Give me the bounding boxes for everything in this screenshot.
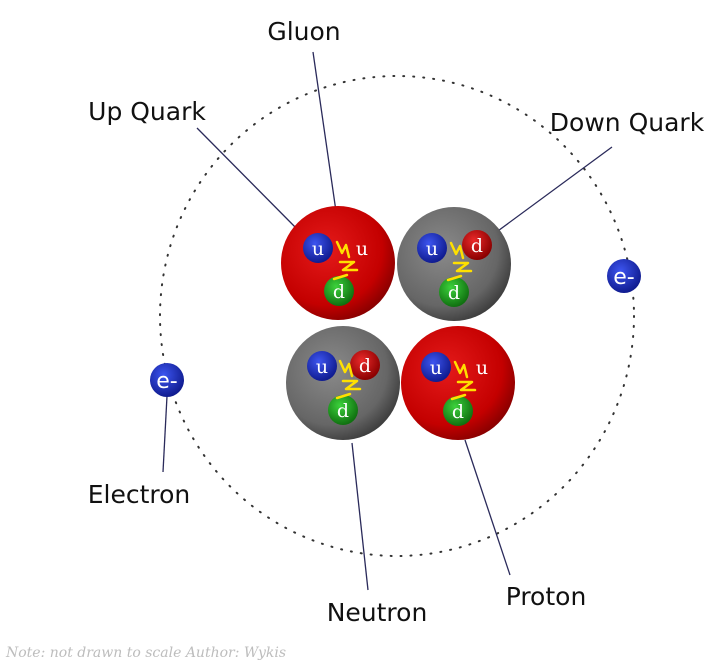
- up-quark-label: Up Quark: [88, 97, 206, 126]
- up-quark-leader-line: [196, 127, 302, 234]
- quark-symbol: u: [426, 238, 438, 260]
- up-quark: [417, 233, 447, 263]
- author-note: Note: not drawn to scale Author: Wykis: [6, 645, 287, 661]
- down-quark: [350, 350, 380, 380]
- quark-symbol: d: [471, 235, 483, 257]
- electron-symbol: e-: [613, 265, 634, 290]
- neutron-label: Neutron: [327, 598, 428, 627]
- quark-symbol: d: [448, 282, 460, 304]
- down-quark-leader-line: [490, 146, 613, 237]
- electron-sphere: [607, 259, 641, 293]
- down-quark: [324, 276, 354, 306]
- gluon-label: Gluon: [267, 17, 340, 46]
- gluon-icon: [335, 359, 362, 400]
- quark-symbol: d: [337, 400, 349, 422]
- electron-orbit: [159, 75, 635, 557]
- down-quark-label: Down Quark: [550, 108, 705, 137]
- electron-label: Electron: [88, 480, 191, 509]
- electron-left: e-: [150, 363, 184, 397]
- gluon-icon: [450, 360, 477, 401]
- up-quark: [421, 352, 451, 382]
- nucleon-proton: u u d: [281, 206, 395, 320]
- quark-symbol: d: [359, 355, 371, 377]
- electron-leader-line: [162, 395, 168, 473]
- down-quark: [462, 230, 492, 260]
- down-quark: [443, 396, 473, 426]
- neutron-leader-line: [351, 442, 369, 591]
- gluon-icon: [332, 240, 359, 281]
- nucleon-proton: u u d: [401, 326, 515, 440]
- electron-symbol: e-: [156, 369, 177, 394]
- down-quark: [328, 395, 358, 425]
- up-quark: [303, 233, 333, 263]
- quark-symbol: d: [452, 401, 464, 423]
- down-quark: [439, 277, 469, 307]
- proton-leader-line: [464, 439, 511, 576]
- quark-symbol: u: [356, 238, 368, 260]
- nucleon-neutron: u d d: [286, 326, 400, 440]
- nucleon-neutron: u d d: [397, 207, 511, 321]
- quark-symbol: u: [316, 356, 328, 378]
- electron-sphere: [150, 363, 184, 397]
- gluon-icon: [446, 241, 473, 282]
- leader-lines: [162, 51, 613, 591]
- quark-symbol: u: [312, 238, 324, 260]
- quark-symbol: d: [333, 281, 345, 303]
- quark-symbol: u: [476, 357, 488, 379]
- up-quark: [307, 351, 337, 381]
- proton-label: Proton: [506, 582, 587, 611]
- proton-sphere: [281, 206, 395, 320]
- electron-right: e-: [607, 259, 641, 293]
- quark-symbol: u: [430, 357, 442, 379]
